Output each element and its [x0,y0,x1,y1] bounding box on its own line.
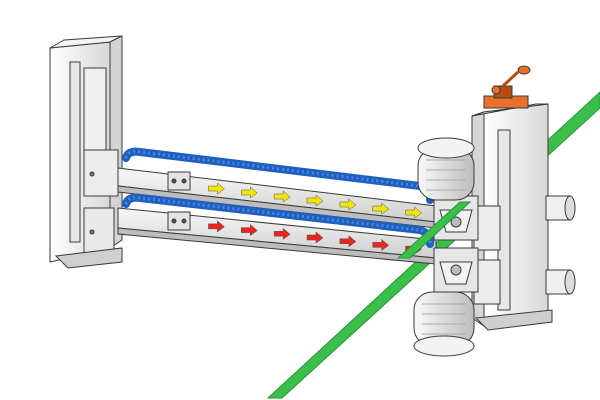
left-post [49,35,123,269]
right-post [471,103,553,331]
side-pipes [545,195,576,295]
yellow-arrow-icon [339,198,357,211]
crank-handle [483,65,531,109]
lower-carriage [167,211,191,231]
upper-direction-arrows [208,182,422,219]
red-arrow-icon [339,235,357,248]
yellow-arrow-icon [273,190,291,203]
yellow-arrow-icon [208,182,225,195]
lower-motor [413,247,479,357]
yellow-arrow-icon [241,186,258,199]
red-arrow-icon [306,231,324,244]
green-belt-front [396,201,472,259]
red-arrow-icon [208,220,225,233]
yellow-arrow-icon [405,206,422,219]
red-arrow-icon [372,238,390,251]
yellow-arrow-icon [306,194,324,207]
upper-carriage [167,171,191,191]
yellow-arrow-icon [372,202,390,215]
red-arrow-icon [241,224,258,237]
red-arrow-icon [273,227,291,240]
